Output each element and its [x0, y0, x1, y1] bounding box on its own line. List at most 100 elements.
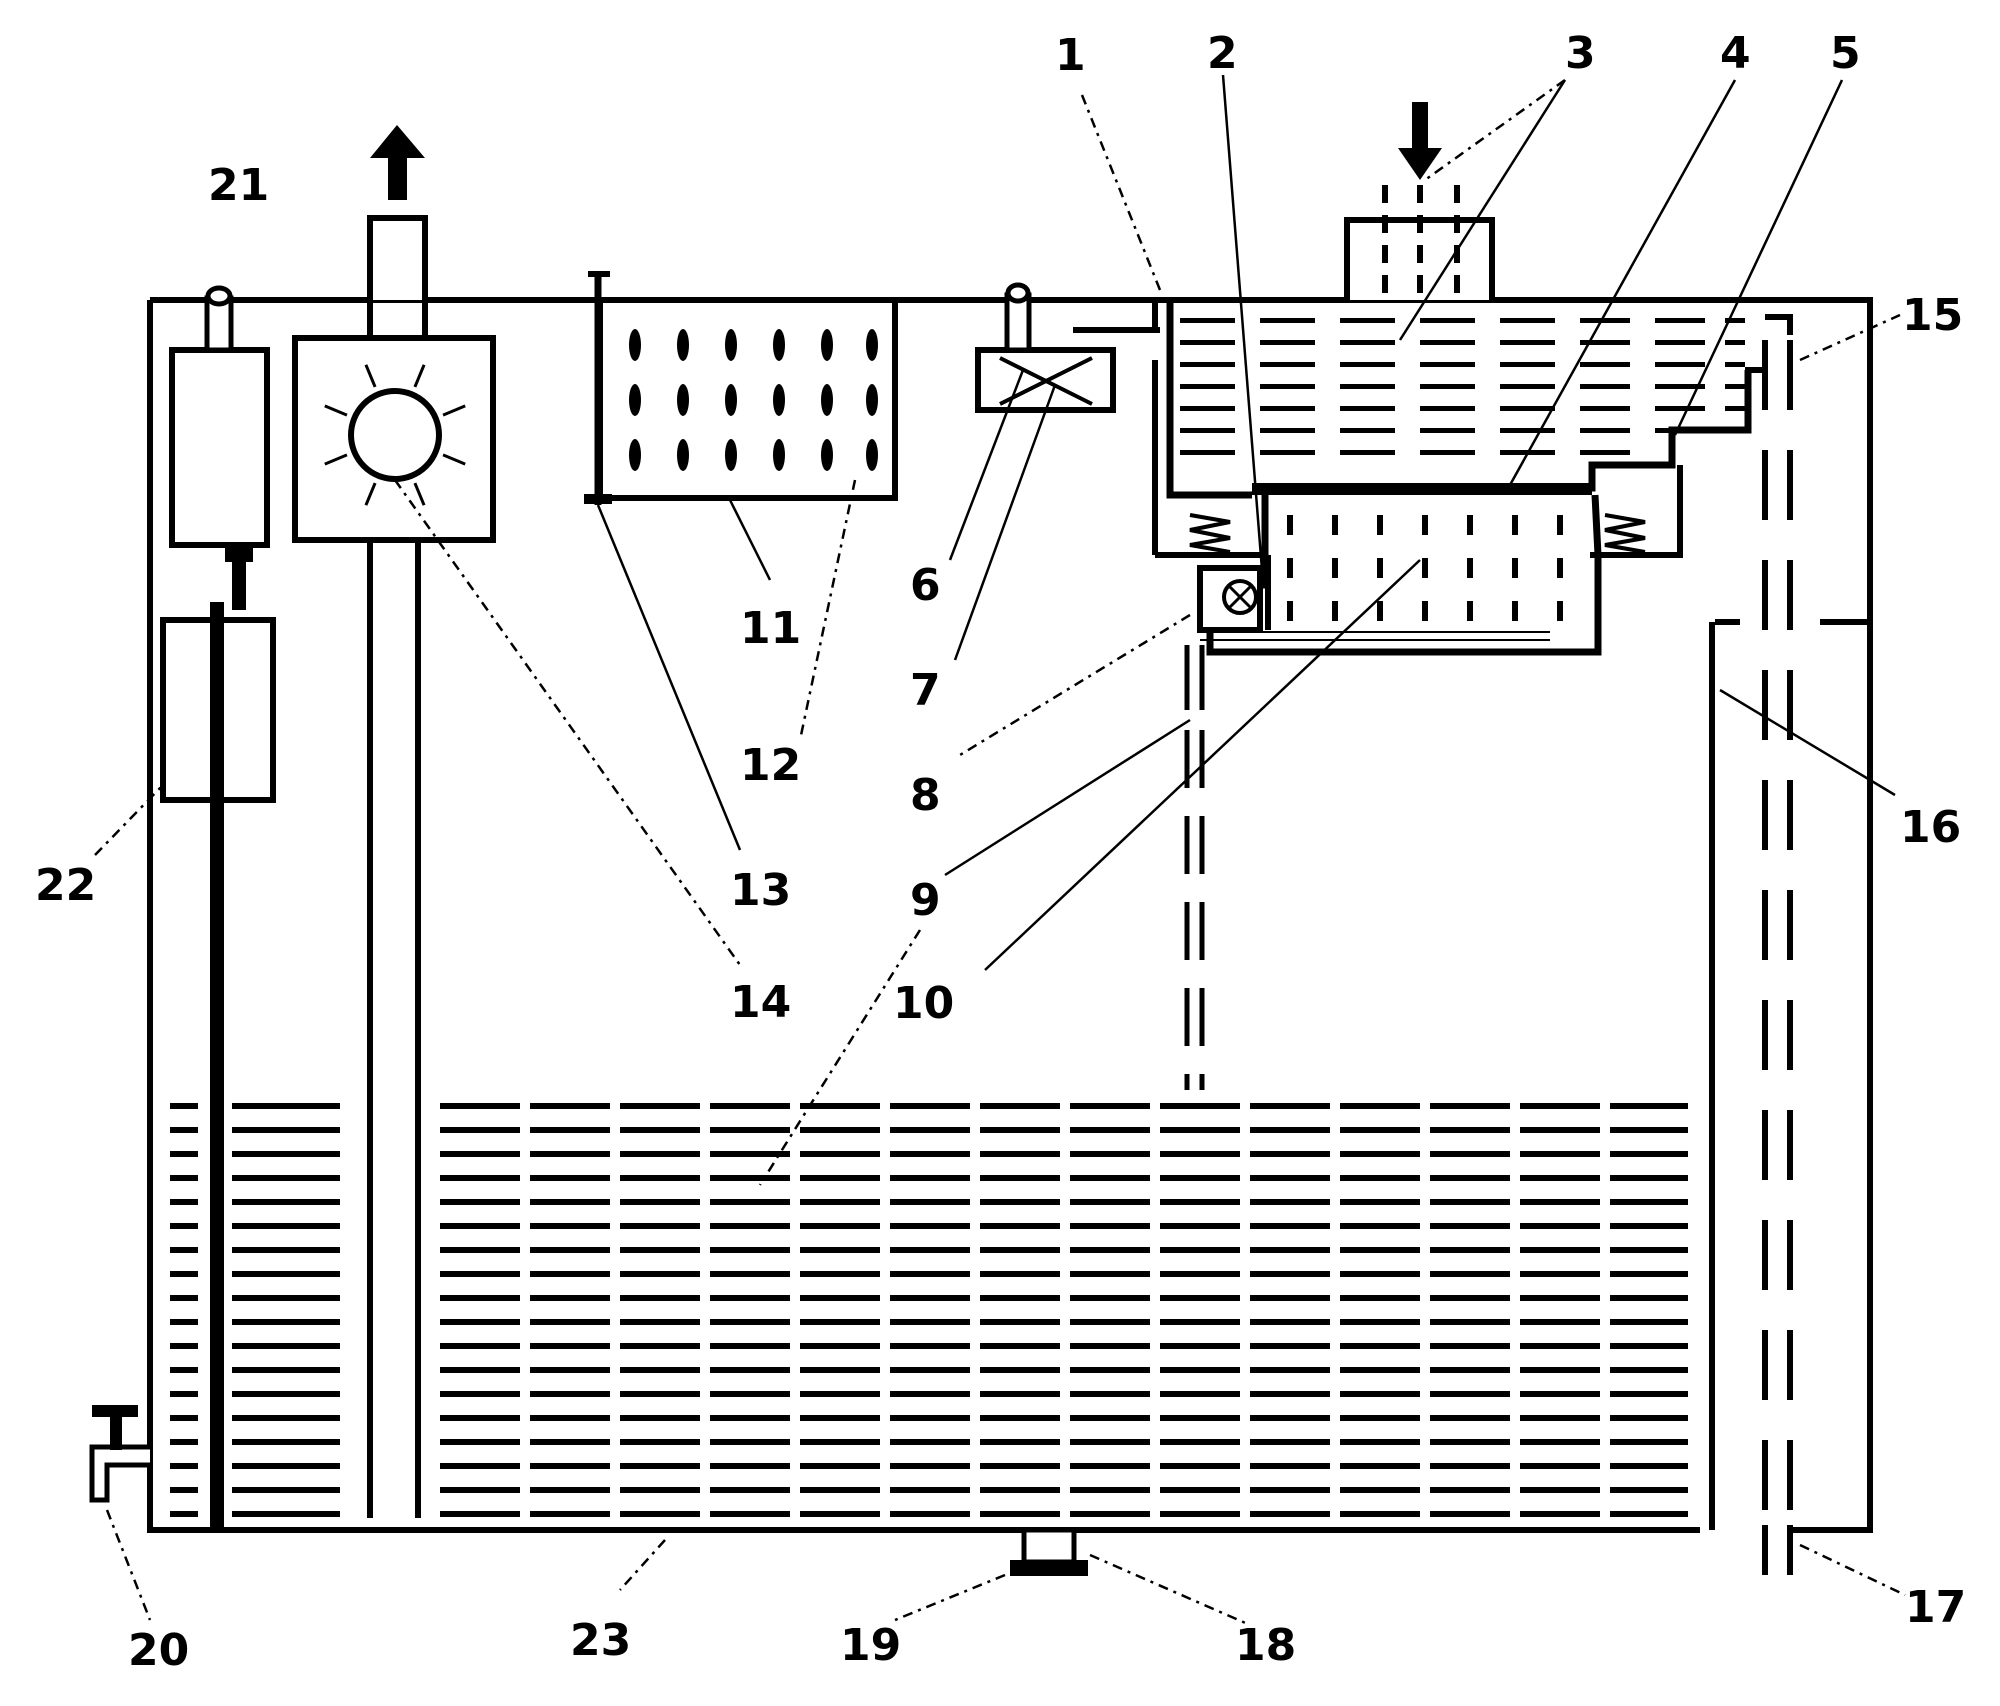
water-hatch — [1160, 1391, 1240, 1397]
upper-water-hatch — [1180, 340, 1235, 345]
float-drop — [1287, 558, 1293, 578]
water-hatch — [710, 1511, 790, 1517]
water-hatch — [890, 1103, 970, 1109]
leader-8 — [959, 613, 1191, 757]
upper-water-hatch — [1180, 450, 1235, 455]
water-hatch — [620, 1223, 700, 1229]
leader-lines — [94, 74, 1906, 1627]
water-hatch — [980, 1199, 1060, 1205]
water-hatch — [440, 1103, 520, 1109]
filter-media-dot — [773, 439, 785, 471]
water-hatch — [440, 1415, 520, 1421]
float-drop — [1422, 515, 1428, 535]
impeller-ray — [324, 453, 348, 466]
water-hatch — [1160, 1319, 1240, 1325]
water-hatch — [1160, 1295, 1240, 1301]
water-hatch — [620, 1319, 700, 1325]
leader-13 — [596, 504, 742, 851]
tap-handle — [92, 1405, 138, 1417]
water-hatch — [890, 1487, 970, 1493]
water-hatch — [1250, 1295, 1330, 1301]
upper-water-hatch — [1500, 318, 1555, 323]
water-hatch — [1520, 1127, 1600, 1133]
exhaust-pipe — [367, 215, 428, 300]
upper-water-hatch — [1580, 428, 1630, 433]
water-hatch — [890, 1439, 970, 1445]
water-hatch — [232, 1391, 340, 1397]
water-hatch — [1160, 1487, 1240, 1493]
water-hatch — [1430, 1511, 1510, 1517]
water-hatch — [232, 1151, 340, 1157]
water-hatch — [980, 1103, 1060, 1109]
filter-media-dot — [821, 329, 833, 361]
water-hatch — [1430, 1127, 1510, 1133]
leader-5 — [1673, 79, 1844, 436]
float-drop — [1332, 601, 1338, 621]
water-hatch — [530, 1271, 610, 1277]
water-hatch — [1070, 1151, 1150, 1157]
inlet-drop — [1382, 215, 1388, 233]
water-hatch — [800, 1247, 880, 1253]
water-hatch — [1070, 1319, 1150, 1325]
water-hatch — [1070, 1367, 1150, 1373]
leader-7 — [953, 384, 1057, 661]
water-hatch — [1520, 1487, 1600, 1493]
inlet-drop — [1454, 185, 1460, 203]
inlet-drop — [1417, 245, 1423, 263]
water-hatch — [1610, 1295, 1688, 1301]
filter-media-dot — [725, 439, 737, 471]
upper-water-hatch — [1260, 406, 1315, 411]
water-hatch — [170, 1463, 198, 1469]
water-hatch — [440, 1223, 520, 1229]
water-hatch — [1070, 1439, 1150, 1445]
inlet-drop — [1454, 215, 1460, 233]
upper-water-hatch — [1580, 450, 1630, 455]
water-hatch — [1520, 1439, 1600, 1445]
leader-3b — [1398, 79, 1567, 341]
upper-water-hatch — [1180, 406, 1235, 411]
water-hatch — [620, 1127, 700, 1133]
water-hatch — [710, 1439, 790, 1445]
inlet-drop — [1417, 185, 1423, 203]
float-drop — [1377, 515, 1383, 535]
impeller-ray — [413, 364, 426, 388]
water-hatch — [232, 1175, 340, 1181]
upper-water-hatch — [1725, 362, 1745, 367]
water-hatch — [1610, 1391, 1688, 1397]
water-hatch — [980, 1271, 1060, 1277]
inlet-drop — [1382, 275, 1388, 293]
label-9: 9 — [910, 875, 941, 926]
water-hatch — [530, 1151, 610, 1157]
water-hatch — [710, 1367, 790, 1373]
float-drop — [1332, 558, 1338, 578]
water-hatch — [170, 1511, 198, 1517]
water-hatch — [1070, 1247, 1150, 1253]
water-hatch — [170, 1343, 198, 1349]
leader-16 — [1719, 688, 1896, 797]
upper-water-hatch — [1580, 340, 1630, 345]
filter-cartridge — [597, 297, 898, 501]
upper-water-hatch — [1340, 340, 1395, 345]
water-hatch — [1520, 1103, 1600, 1109]
leader-22 — [94, 784, 164, 856]
leader-19 — [894, 1573, 1006, 1622]
water-hatch — [1250, 1463, 1330, 1469]
water-hatch — [980, 1391, 1060, 1397]
water-hatch — [232, 1271, 340, 1277]
water-hatch — [170, 1439, 198, 1445]
upper-water-hatch — [1260, 318, 1315, 323]
water-hatch — [1520, 1391, 1600, 1397]
water-hatch — [890, 1415, 970, 1421]
inlet-drop — [1417, 275, 1423, 293]
water-hatch — [1340, 1511, 1420, 1517]
water-hatch — [1610, 1463, 1688, 1469]
impeller-ray — [324, 404, 348, 417]
water-hatch — [1160, 1415, 1240, 1421]
water-hatch — [1070, 1511, 1150, 1517]
water-hatch — [232, 1103, 340, 1109]
water-hatch — [440, 1463, 520, 1469]
water-hatch — [170, 1223, 198, 1229]
water-hatch — [1430, 1463, 1510, 1469]
water-hatch — [800, 1127, 880, 1133]
